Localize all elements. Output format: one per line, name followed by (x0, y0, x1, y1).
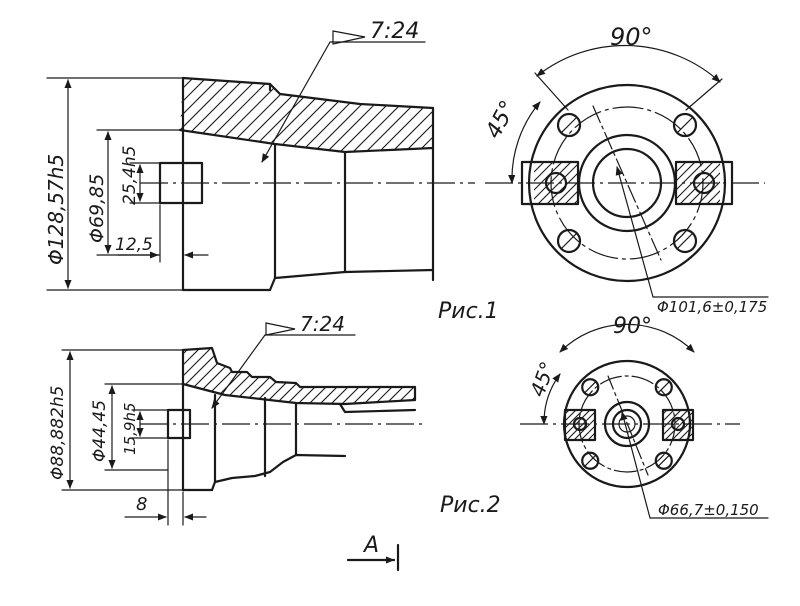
bolt-hole (556, 112, 582, 138)
hatch-line (706, 190, 720, 204)
hatch-line (344, 78, 433, 152)
view-marker-label: A (362, 533, 379, 558)
hatch-line (573, 418, 595, 440)
hatch-line (180, 78, 202, 152)
labels: 7:24 Φ128,57h5 Φ69,85 25,4h5 12,5 90° 45… (44, 19, 767, 558)
bolt-hole-mark (561, 233, 577, 249)
figure2-bolt-holes (581, 378, 673, 470)
hatch-line (335, 348, 407, 404)
figure1-end-view (485, 44, 769, 298)
hatch-line (565, 410, 570, 415)
hatch-line (383, 78, 433, 152)
figure1-dim-outer: Φ128,57h5 (44, 154, 68, 265)
bolt-hole-mark (657, 381, 670, 394)
figure2-dim-slot-width: 15,9h5 (121, 403, 139, 455)
bolt-hole (654, 451, 673, 470)
hatch-line (318, 78, 410, 152)
hatch-line (565, 410, 577, 422)
hatch-line (564, 190, 578, 204)
hatch-line (676, 162, 696, 182)
hatch-line (587, 432, 595, 440)
bolt-hole-mark (677, 117, 693, 133)
hatch-line (685, 432, 693, 440)
figure1-bolt-holes (556, 112, 698, 254)
figure2-end-view (520, 323, 769, 519)
hatch-line (401, 348, 415, 404)
hatch-line (678, 425, 693, 440)
figure2-taper-label: 7:24 (300, 312, 345, 336)
hatch-line (370, 78, 433, 152)
bolt-hole-mark (677, 233, 693, 249)
hatch-line (409, 78, 433, 152)
bolt-hole (672, 228, 698, 254)
figure2-caption: Рис.2 (440, 493, 501, 518)
hatch-line (527, 405, 567, 445)
figure1-caption: Рис.1 (438, 299, 499, 324)
hatch-line (368, 348, 415, 404)
hatch-line (565, 410, 584, 429)
figure1-angle-90: 90° (610, 23, 653, 51)
hatch-line (534, 162, 554, 182)
figure1-angle-45: 45° (481, 97, 521, 143)
hatch-line (180, 78, 189, 152)
figure1-bolt-circle: Φ101,6±0,175 (657, 298, 767, 316)
hatch-line (566, 411, 595, 440)
figure2-angle-45: 45° (525, 358, 560, 400)
hatch-line (390, 348, 415, 404)
hatch-line (697, 181, 720, 204)
bolt-hole-mark (584, 381, 597, 394)
figure2-dim-slot-depth: 8 (136, 494, 147, 515)
hatch-line (412, 348, 415, 404)
hatch-line (520, 405, 560, 445)
hatch-line (580, 425, 595, 440)
bolt-hole-mark (657, 454, 670, 467)
figure1-dim-slot-width: 25,4h5 (120, 146, 140, 205)
figure2-dim-bore: Φ44,45 (90, 400, 110, 462)
hatch-line (324, 348, 396, 404)
bolt-hole (581, 451, 600, 470)
figure2-bolt-circle: Φ66,7±0,150 (658, 501, 759, 519)
hatch-line (313, 348, 385, 404)
hatch-line (663, 410, 682, 429)
hatch-line (357, 78, 433, 152)
figure1-dim-slot-depth: 12,5 (115, 235, 153, 255)
figure2-angle-90: 90° (613, 314, 652, 339)
hatch-line (183, 348, 253, 404)
hatch-line (280, 348, 352, 404)
hatch-line (305, 78, 397, 152)
hatch-line (663, 410, 668, 415)
hatch-line (695, 405, 735, 445)
hatch-line (663, 410, 675, 422)
hatch-line (180, 78, 215, 152)
bolt-hole (672, 112, 698, 138)
figure1-dim-bore: Φ69,85 (86, 174, 108, 243)
hatch-line (180, 78, 241, 152)
hatch-line (396, 78, 433, 152)
hatch-line (291, 348, 363, 404)
figure2-dim-outer: Φ88,882h5 (48, 386, 68, 480)
hatch-line (180, 78, 254, 152)
hatch-line (379, 348, 415, 404)
hatch-line (183, 348, 209, 404)
bolt-hole-mark (561, 117, 577, 133)
hatch-line (357, 348, 415, 404)
figure1-taper-label: 7:24 (370, 19, 419, 44)
bolt-hole (581, 378, 600, 397)
hatch-line (269, 348, 341, 404)
hatch-line (671, 418, 693, 440)
hatch-line (266, 78, 358, 152)
hatch-line (331, 78, 423, 152)
bolt-hole (654, 378, 673, 397)
hatch-line (664, 411, 693, 440)
bolt-hole-mark (584, 454, 597, 467)
view-arrow-a (346, 543, 400, 572)
hatch-line (302, 348, 374, 404)
bolt-hole (556, 228, 582, 254)
hatch-line (183, 348, 198, 404)
hatch-line (192, 348, 264, 404)
hatch-line (676, 162, 687, 173)
